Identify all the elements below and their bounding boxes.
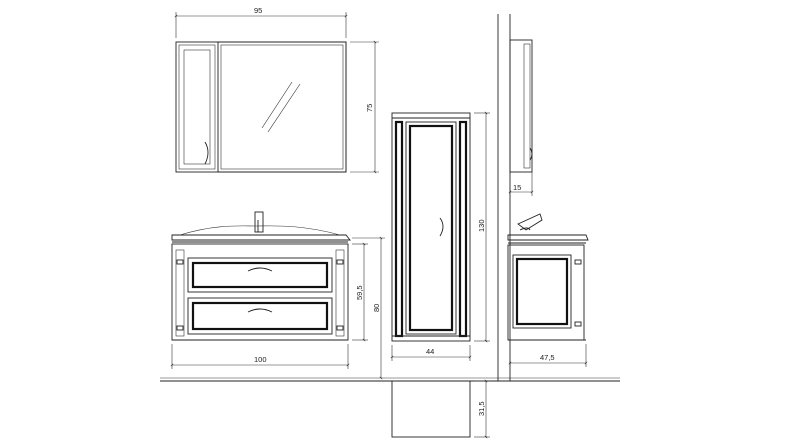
mirror-height-label: 75 — [365, 104, 374, 112]
tall-cabinet-height-label: 130 — [477, 219, 486, 232]
vanity-total-height-label: 80 — [372, 304, 381, 312]
tall-cabinet — [391, 112, 471, 342]
vanity-depth-label: 47,5 — [540, 353, 555, 362]
dimension-mirror-width: 95 — [174, 6, 348, 38]
floor-to-cabinet-label: 31,5 — [477, 401, 486, 416]
vanity-cabinet-height-label: 59,5 — [355, 285, 364, 300]
vanity-width-label: 100 — [254, 355, 267, 364]
mirror-cabinet-front — [175, 41, 347, 173]
dimension-tall-cabinet-width: 44 — [390, 345, 472, 361]
vanity-front — [171, 211, 351, 341]
lower-block: 31,5 — [391, 379, 490, 439]
dimension-vanity-heights: 59,5 80 — [352, 236, 385, 380]
side-view-vanity — [507, 213, 589, 341]
dimension-vanity-depth: 47,5 — [508, 344, 588, 367]
mirror-width-label: 95 — [254, 6, 262, 15]
dimension-tall-cabinet-height: 130 — [474, 111, 490, 343]
tall-cabinet-width-label: 44 — [426, 347, 434, 356]
mirror-depth-label: 15 — [513, 183, 521, 192]
dimension-vanity-width: 100 — [170, 344, 350, 369]
dimension-mirror-height: 75 — [350, 40, 379, 174]
side-view-mirror: 15 — [508, 39, 534, 196]
floor-and-wall — [160, 14, 620, 382]
